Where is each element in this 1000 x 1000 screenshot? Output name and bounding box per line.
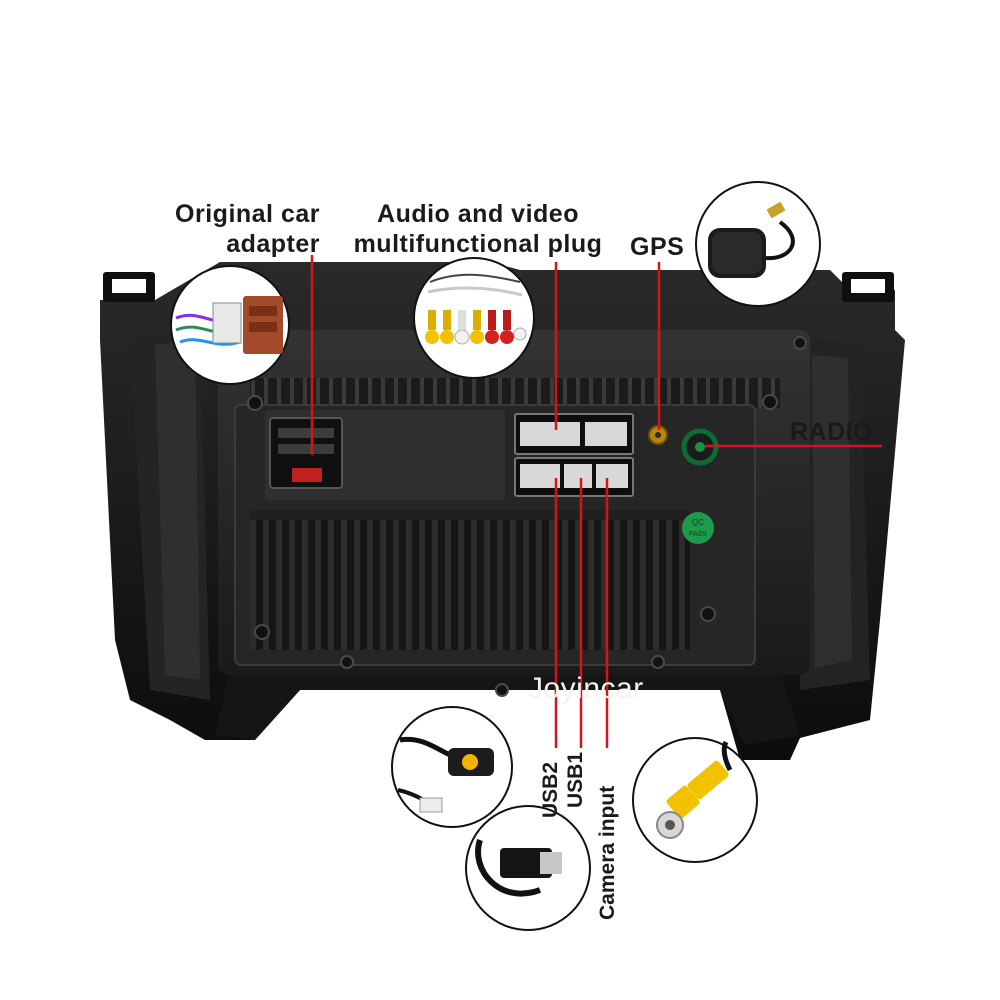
svg-text:PASS: PASS [689, 531, 707, 538]
svg-text:QC: QC [692, 518, 704, 527]
brand-watermark: Joyincar [528, 672, 644, 705]
car-adapter-socket [269, 417, 343, 489]
original-car-adapter-label: Original car adapter [164, 199, 320, 259]
usb2-label: USB2 [539, 761, 562, 818]
gps-label: GPS [630, 233, 685, 261]
radio-label: RADIO [790, 418, 874, 446]
camera-input-callout [632, 737, 758, 863]
original-car-adapter-label-line1: Original car [175, 200, 320, 228]
gps-callout [695, 181, 821, 307]
audio-video-plug-label: Audio and video multifunctional plug [348, 199, 608, 259]
multifunction-sockets [514, 413, 634, 497]
leader-lines [310, 255, 882, 748]
usb1-label: USB1 [564, 751, 587, 808]
camera-input-label: Camera input [596, 785, 619, 920]
original-car-adapter-label-line2: adapter [226, 230, 320, 258]
usb2-callout [391, 706, 513, 828]
audio-video-callout [413, 257, 535, 379]
audio-video-plug-label-line1: Audio and video [377, 200, 579, 228]
qc-pass-sticker: QC PASS [682, 512, 714, 544]
usb1-callout [465, 805, 591, 931]
car-adapter-callout [170, 265, 290, 385]
unit-rear-body [218, 330, 810, 697]
audio-video-plug-label-line2: multifunctional plug [353, 230, 603, 258]
